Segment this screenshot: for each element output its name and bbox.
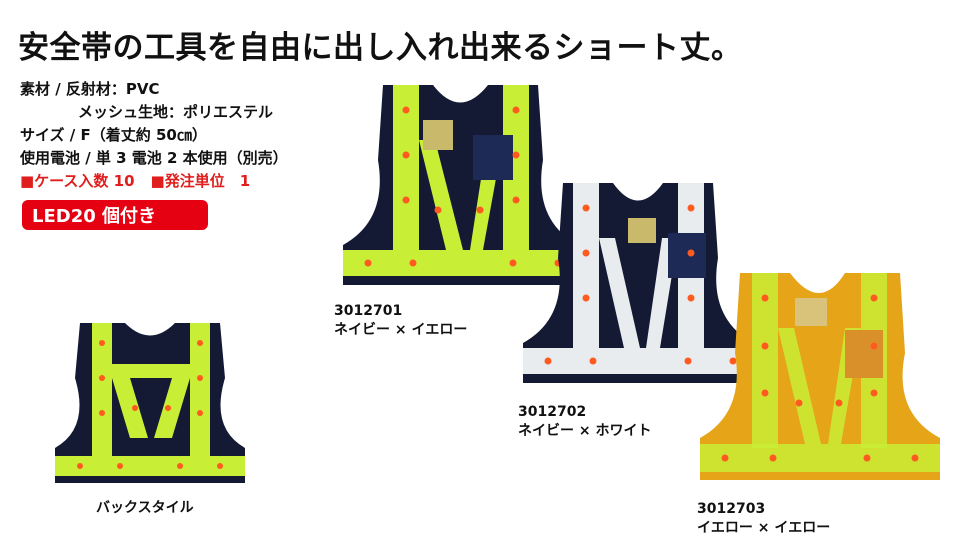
- vest-back-image: [55, 323, 245, 483]
- product-code: 3012702: [518, 404, 587, 420]
- headline: 安全帯の工具を自由に出し入れ出来るショート丈。: [18, 30, 743, 66]
- spec-mesh: メッシュ生地：ポリエステル: [78, 103, 274, 121]
- spec-order-info: ■ケース入数 10 ■発注単位 1: [20, 170, 288, 193]
- product-color: ネイビー × イエロー: [334, 322, 468, 338]
- product-caption-3012702: 3012702 ネイビー × ホワイト: [518, 403, 651, 441]
- product-caption-3012701: 3012701 ネイビー × イエロー: [334, 302, 467, 340]
- spec-material: 素材 / 反射材：PVC: [20, 80, 160, 98]
- product-color: イエロー × イエロー: [697, 520, 831, 536]
- product-color: ネイビー × ホワイト: [518, 423, 652, 439]
- spec-order-unit: ■発注単位 1: [150, 172, 251, 190]
- spec-list: 素材 / 反射材：PVC メッシュ生地：ポリエステル サイズ / F（着丈約 5…: [20, 78, 288, 193]
- vest-yellow-yellow-image: [700, 273, 940, 480]
- spec-battery: 使用電池 / 単 3 電池 2 本使用（別売）: [20, 149, 288, 167]
- product-code: 3012703: [697, 501, 766, 517]
- spec-size: サイズ / F（着丈約 50㎝）: [20, 126, 207, 144]
- vest-navy-white-image: [523, 183, 753, 383]
- vest-navy-yellow-image: [343, 85, 578, 285]
- back-style-caption: バックスタイル: [96, 500, 194, 516]
- spec-case-qty: ■ケース入数 10: [20, 172, 135, 190]
- product-caption-3012703: 3012703 イエロー × イエロー: [697, 500, 830, 538]
- product-code: 3012701: [334, 303, 403, 319]
- led-badge: LED20 個付き: [22, 200, 208, 230]
